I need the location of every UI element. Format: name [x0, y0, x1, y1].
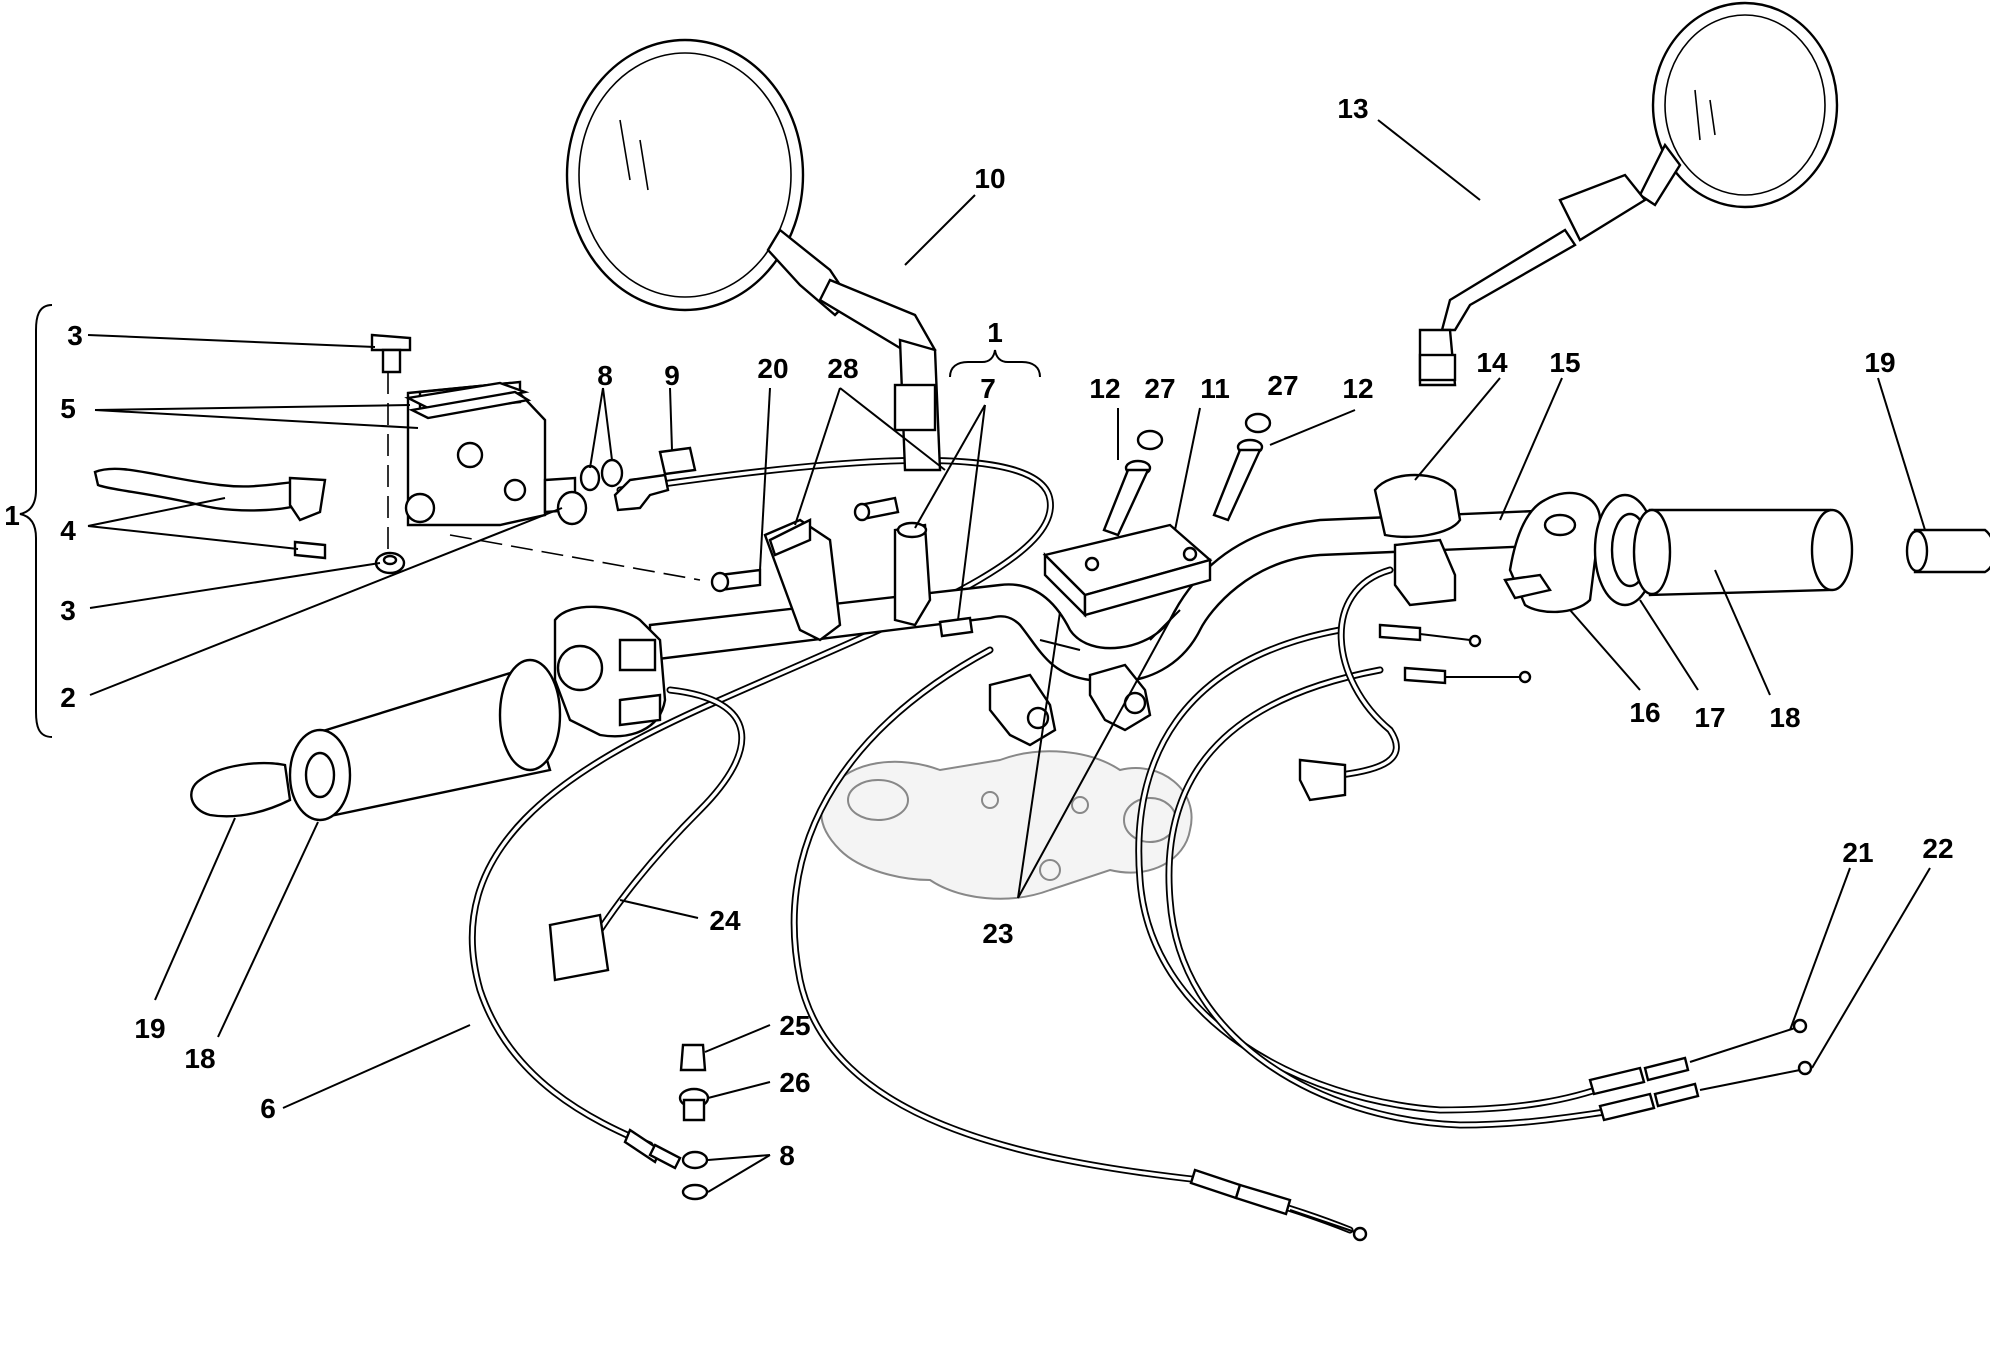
left-grip — [288, 658, 562, 822]
callout-20: 20 — [757, 353, 788, 384]
callout-12-right: 12 — [1342, 373, 1373, 404]
callout-17: 17 — [1694, 702, 1725, 733]
leader-lines — [87, 119, 1931, 1193]
handlebar — [648, 508, 1562, 684]
assembly-brace — [19, 304, 53, 738]
brake-clamp-28 — [763, 518, 842, 642]
cables — [468, 456, 1624, 1234]
bolt-cap-right — [1244, 412, 1272, 434]
riser-clamp-right — [1088, 663, 1152, 732]
callout-16: 16 — [1629, 697, 1660, 728]
callout-13: 13 — [1337, 93, 1368, 124]
pivot-nut-bottom — [374, 551, 406, 575]
banjo-washers — [579, 458, 624, 492]
callout-19-left: 19 — [134, 1013, 165, 1044]
callout-15: 15 — [1549, 347, 1580, 378]
callout-1-left: 1 — [4, 500, 20, 531]
clutch-hose-fitting — [623, 1128, 682, 1170]
callout-8-top: 8 — [597, 360, 613, 391]
clutch-lever — [93, 467, 327, 522]
callout-24: 24 — [709, 905, 741, 936]
handlebar-clamp-top — [1042, 523, 1213, 618]
handlebar-clamp-bolt-right — [1212, 438, 1264, 522]
callout-4: 4 — [60, 515, 76, 546]
clamp-screw-7-upper — [853, 496, 900, 522]
bleed-valve-25 — [679, 1043, 707, 1072]
throttle-housing-14 — [1373, 473, 1462, 607]
left-bar-end — [190, 761, 292, 818]
callout-9: 9 — [664, 360, 680, 391]
throttle-cable-ends — [1588, 1018, 1813, 1122]
banjo-bolt — [658, 446, 697, 476]
pivot-bolt-top — [370, 333, 412, 374]
washers-8-lower — [681, 1150, 709, 1201]
callout-27-left: 27 — [1144, 373, 1175, 404]
banjo-fitting — [613, 473, 670, 512]
choke-cable-end — [1189, 1168, 1368, 1242]
clamp-screw-20 — [710, 568, 762, 593]
callout-27-right: 27 — [1267, 370, 1298, 401]
callout-18-left: 18 — [184, 1043, 215, 1074]
callout-28: 28 — [827, 353, 858, 384]
callout-3-bottom: 3 — [60, 595, 76, 626]
callout-labels: 1 1 2 3 3 4 5 6 7 8 8 9 10 11 12 12 13 1… — [4, 93, 1953, 1171]
callout-11: 11 — [1200, 373, 1230, 404]
callout-18-right: 18 — [1769, 702, 1800, 733]
bolt-cap-left — [1136, 429, 1164, 451]
clamp-screw-7-lower — [938, 616, 974, 638]
callout-21: 21 — [1842, 837, 1873, 868]
callout-2: 2 — [60, 682, 76, 713]
callout-8-bottom: 8 — [779, 1140, 795, 1171]
callout-23: 23 — [982, 918, 1013, 949]
lever-adjuster-screw — [293, 540, 327, 560]
callout-6: 6 — [260, 1093, 276, 1124]
callout-25: 25 — [779, 1010, 810, 1041]
callout-10: 10 — [974, 163, 1005, 194]
right-bar-end-19 — [1905, 528, 1990, 574]
mirror-left — [565, 38, 942, 472]
callout-3-top: 3 — [67, 320, 83, 351]
left-switch-housing — [553, 605, 667, 738]
upper-triple-clamp — [820, 750, 1193, 900]
throttle-housing-16 — [1503, 491, 1602, 614]
callout-7: 7 — [980, 373, 996, 404]
clutch-clamp-7 — [893, 521, 932, 627]
callout-14: 14 — [1476, 347, 1508, 378]
riser-clamp-left — [988, 673, 1057, 747]
right-grip-18 — [1632, 508, 1854, 597]
throttle-cable-upper-ends — [1378, 623, 1532, 685]
callout-12-left: 12 — [1089, 373, 1120, 404]
handlebar-clamp-bolt-left — [1102, 459, 1152, 537]
union-26 — [678, 1087, 710, 1122]
left-switch-connector — [548, 913, 610, 982]
callout-1-top: 1 — [987, 317, 1003, 348]
callout-26: 26 — [779, 1067, 810, 1098]
callout-5: 5 — [60, 393, 76, 424]
reservoir-plug — [556, 490, 588, 526]
top-brace — [949, 349, 1041, 378]
mirror-right — [1418, 1, 1839, 387]
right-switch-connector — [1298, 758, 1347, 802]
reservoir-cap — [404, 381, 532, 420]
callout-19-right: 19 — [1864, 347, 1895, 378]
callout-22: 22 — [1922, 833, 1953, 864]
